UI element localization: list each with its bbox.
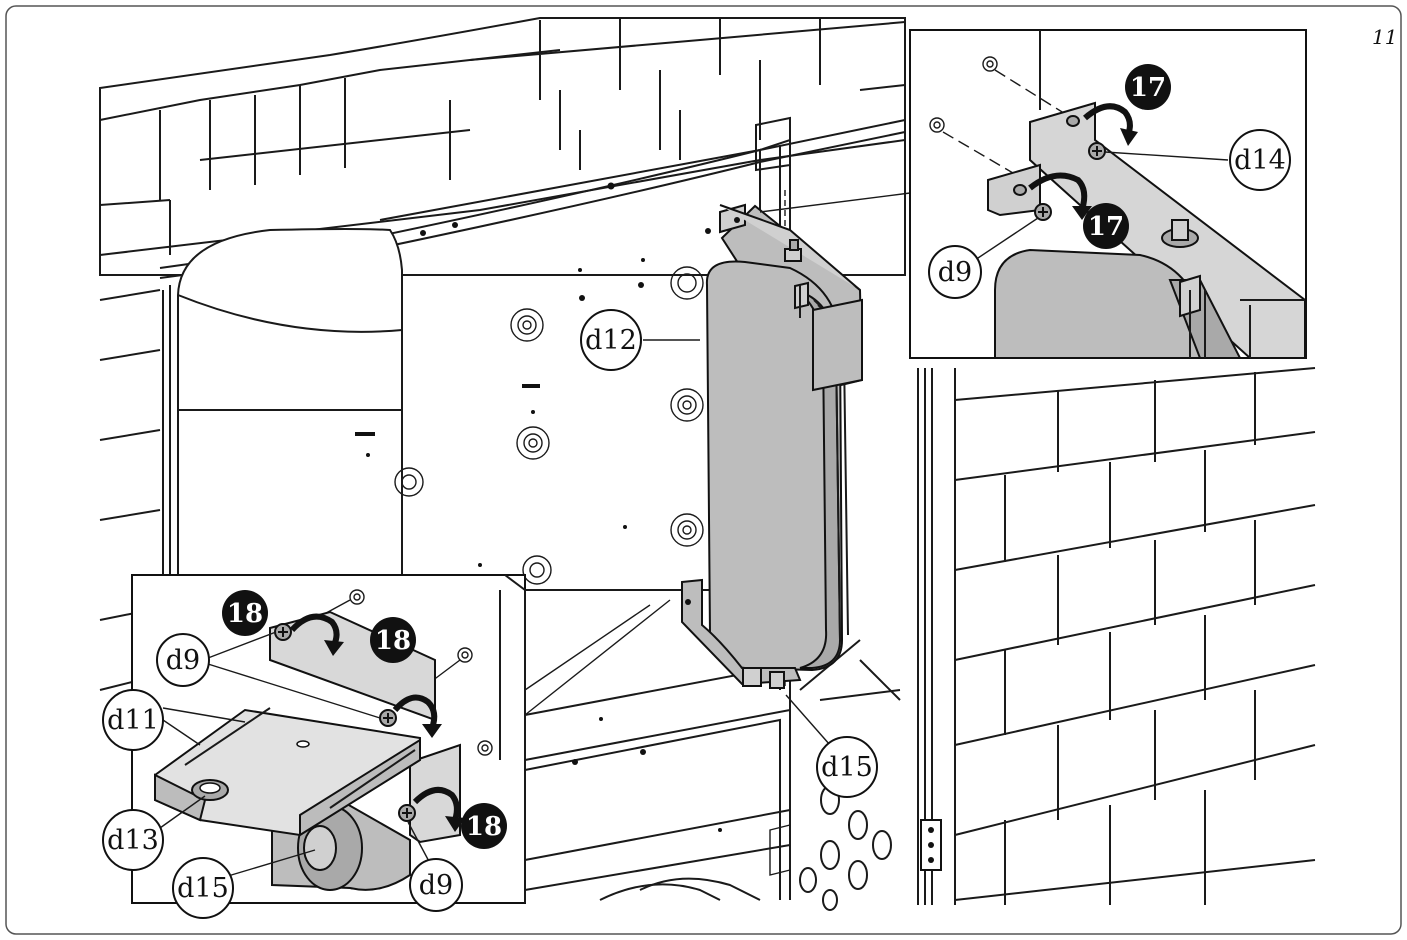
page-number: 11: [1372, 25, 1397, 49]
label-d15-main: d15: [816, 736, 878, 798]
step-badge-17-bottom: 17: [1083, 203, 1129, 249]
leader-d15-main: [785, 694, 831, 746]
label-d9-bottom: d9: [409, 858, 463, 912]
step-badge-17-top: 17: [1125, 64, 1171, 110]
label-d11: d11: [102, 689, 164, 751]
svg-text:d14: d14: [1234, 145, 1286, 176]
svg-text:17: 17: [1088, 212, 1124, 242]
leader-d11: [162, 707, 246, 746]
lower-panel: [524, 639, 901, 911]
leader-d9-top: [974, 217, 1039, 261]
cylinder-tank: [162, 228, 403, 581]
label-d12: d12: [580, 309, 642, 371]
zoom-line-bottom: [524, 599, 671, 716]
svg-text:18: 18: [375, 626, 411, 656]
brick-wall-right: [917, 367, 1316, 905]
step-badge-18-bottom: 18: [461, 803, 507, 849]
svg-text:d12: d12: [585, 325, 637, 356]
inset-bottom-left: [131, 574, 526, 904]
leader-d14: [1104, 151, 1229, 161]
expansion-vessel: [681, 203, 864, 689]
zoom-line-top: [759, 192, 911, 213]
label-d9-left: d9: [156, 633, 210, 687]
step-badge-18-top-right: 18: [370, 617, 416, 663]
main-scene: [99, 17, 1316, 911]
svg-text:17: 17: [1130, 73, 1166, 103]
page-frame: [5, 5, 1402, 935]
svg-text:d15: d15: [821, 752, 873, 783]
inset-top-right: [909, 29, 1307, 359]
label-d9-top: d9: [928, 245, 982, 299]
label-d13: d13: [102, 809, 164, 871]
leader-d9-left: [207, 631, 381, 719]
svg-text:d15: d15: [177, 873, 229, 904]
brick-wall-top: [99, 17, 906, 691]
label-d15-inset: d15: [172, 857, 234, 919]
leader-d13: [159, 795, 206, 829]
svg-text:18: 18: [466, 812, 502, 842]
svg-text:d13: d13: [107, 825, 159, 856]
leader-d15-inset: [227, 849, 316, 877]
svg-text:d11: d11: [107, 705, 159, 736]
svg-text:d9: d9: [419, 870, 453, 901]
label-d14: d14: [1229, 129, 1291, 191]
svg-text:d9: d9: [938, 257, 972, 288]
svg-text:d9: d9: [166, 645, 200, 676]
step-badge-18-top-left: 18: [222, 590, 268, 636]
svg-text:18: 18: [227, 599, 263, 629]
